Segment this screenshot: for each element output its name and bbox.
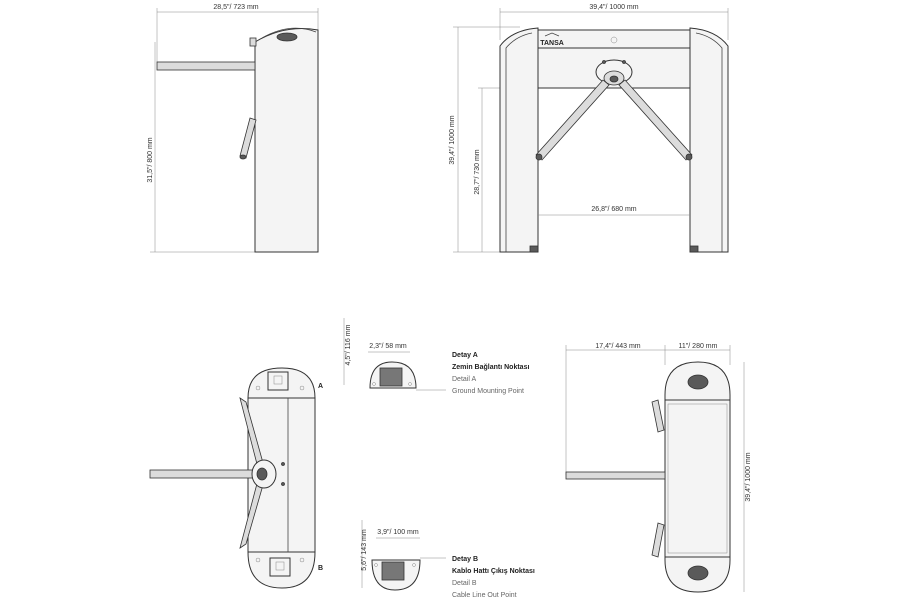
mount-hole-icon <box>255 557 261 563</box>
detail-a: 4,5"/ 116 mm 2,3"/ 58 mm Detay A Zemin B… <box>343 318 529 395</box>
front-arm-height-label: 28,7"/ 730 mm <box>474 149 481 194</box>
right-body-inner <box>667 403 728 554</box>
detail-a-mount-plate <box>379 367 403 387</box>
right-height-label: 39,4"/ 1000 mm <box>745 452 752 501</box>
side-cabinet <box>254 28 319 253</box>
side-top-bracket <box>249 37 257 47</box>
front-right-column <box>689 27 729 253</box>
front-brand-logo-icon <box>544 32 560 37</box>
detail-b-subtitle-en: Cable Line Out Point <box>452 592 517 599</box>
detail-b-title-en: Detail B <box>452 580 477 587</box>
detail-a-title: Detay A <box>452 352 478 359</box>
hub-bolt-icon <box>281 482 285 486</box>
top-left-hub-center <box>256 467 268 481</box>
front-hub-bolt <box>602 60 606 64</box>
right-lower-arm <box>651 522 665 558</box>
front-brand-label: TANSA <box>540 40 564 47</box>
hub-bolt-icon <box>281 462 285 466</box>
mount-hole-icon <box>374 563 378 567</box>
side-card-reader <box>276 32 298 42</box>
detail-b-height-label: 5,6"/ 143 mm <box>361 529 368 571</box>
front-top-panel <box>537 29 691 49</box>
detail-b-subtitle: Kablo Hattı Çıkış Noktası <box>452 568 535 575</box>
front-right-foot <box>689 245 699 253</box>
side-angled-arm <box>239 117 257 159</box>
front-right-arm <box>618 79 693 161</box>
mount-hole-icon <box>299 557 305 563</box>
front-left-foot <box>529 245 539 253</box>
side-top-cap <box>261 27 317 39</box>
detail-b: 5,6"/ 143 mm 3,9"/ 100 mm Detay B Kablo … <box>361 520 535 599</box>
right-upper-arm <box>651 399 665 433</box>
top-view-left: A B <box>149 367 323 589</box>
front-left-arm <box>535 79 610 161</box>
detail-a-width-label: 2,3"/ 58 mm <box>369 343 407 350</box>
side-height-label: 31,5"/ 800 mm <box>147 137 154 182</box>
marker-b-label: B <box>318 565 323 572</box>
detail-a-title-en: Detail A <box>452 376 476 383</box>
right-lower-slot-icon <box>687 565 709 581</box>
detail-b-title: Detay B <box>452 556 478 563</box>
front-left-column-edge <box>505 32 533 252</box>
detail-b-cable-plate <box>381 561 405 581</box>
mount-hole-icon <box>299 385 305 391</box>
detail-b-width-label: 3,9"/ 100 mm <box>377 529 419 536</box>
front-left-arm-cap <box>535 153 543 161</box>
top-left-upper-plate-inner <box>273 375 283 385</box>
mount-hole-icon <box>372 382 376 386</box>
mount-hole-icon <box>255 385 261 391</box>
front-passage-label: 26,8"/ 680 mm <box>591 206 636 213</box>
front-width-label: 39,4"/ 1000 mm <box>589 4 638 11</box>
top-view-right: 17,4"/ 443 mm 11"/ 280 mm 39,4"/ 1000 mm <box>565 343 752 593</box>
right-upper-slot-icon <box>687 374 709 390</box>
side-horizontal-arm <box>156 61 256 71</box>
front-height-label: 39,4"/ 1000 mm <box>449 115 456 164</box>
front-view: 39,4"/ 1000 mm 39,4"/ 1000 mm 28,7"/ 730… <box>449 4 729 253</box>
front-hub-bolt <box>622 60 626 64</box>
top-left-lower-plate-inner <box>275 561 285 571</box>
detail-a-height-label: 4,5"/ 116 mm <box>345 324 352 365</box>
top-left-lower-plate <box>269 557 291 577</box>
front-right-arm-cap <box>685 153 693 161</box>
front-right-column-edge <box>695 32 723 252</box>
side-width-label: 28,5"/ 723 mm <box>213 4 258 11</box>
mount-hole-icon <box>408 382 412 386</box>
top-left-horizontal-arm <box>149 469 261 479</box>
right-horizontal-arm <box>565 471 666 480</box>
side-arm-cap <box>239 154 247 160</box>
side-view: 28,5"/ 723 mm 31,5"/ 800 mm <box>147 4 319 253</box>
right-width-left-label: 17,4"/ 443 mm <box>595 343 640 350</box>
marker-a-label: A <box>318 383 323 390</box>
mount-hole-icon <box>412 563 416 567</box>
right-body-panel <box>664 399 731 558</box>
top-left-upper-plate <box>267 371 289 391</box>
detail-a-subtitle-en: Ground Mounting Point <box>452 388 524 395</box>
detail-a-subtitle: Zemin Bağlantı Noktası <box>452 364 529 371</box>
front-left-column <box>499 27 539 253</box>
front-rotor-center <box>609 75 619 83</box>
right-width-right-label: 11"/ 280 mm <box>679 343 718 350</box>
front-indicator-icon <box>610 36 618 44</box>
